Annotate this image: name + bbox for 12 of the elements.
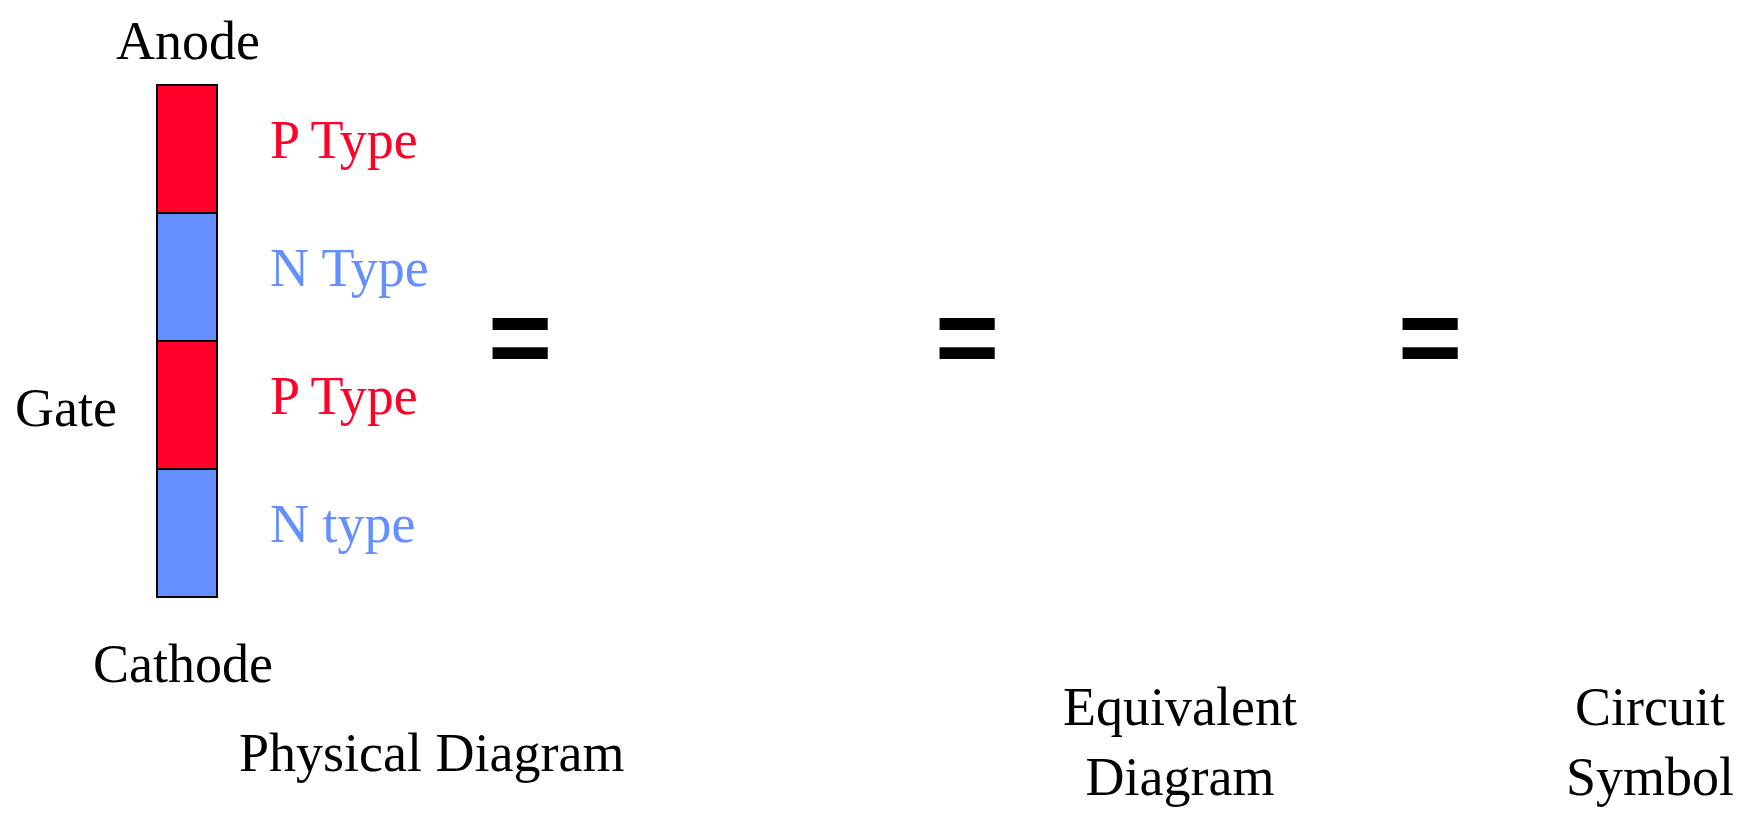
semiconductor-layer: [156, 84, 218, 214]
semiconductor-layer: [156, 212, 218, 342]
caption: Circuit Symbol: [1564, 676, 1735, 810]
semiconductor-layer: [156, 468, 218, 598]
equals-sign: =: [935, 282, 1000, 392]
semiconductor-layer: [156, 340, 218, 470]
terminal-label: Anode: [116, 14, 260, 68]
equals-sign: =: [1398, 282, 1463, 392]
caption: Equivalent Diagram: [1062, 676, 1298, 810]
terminal-label: Cathode: [93, 637, 273, 691]
terminal-label: Gate: [15, 381, 117, 435]
equals-sign: =: [488, 282, 553, 392]
